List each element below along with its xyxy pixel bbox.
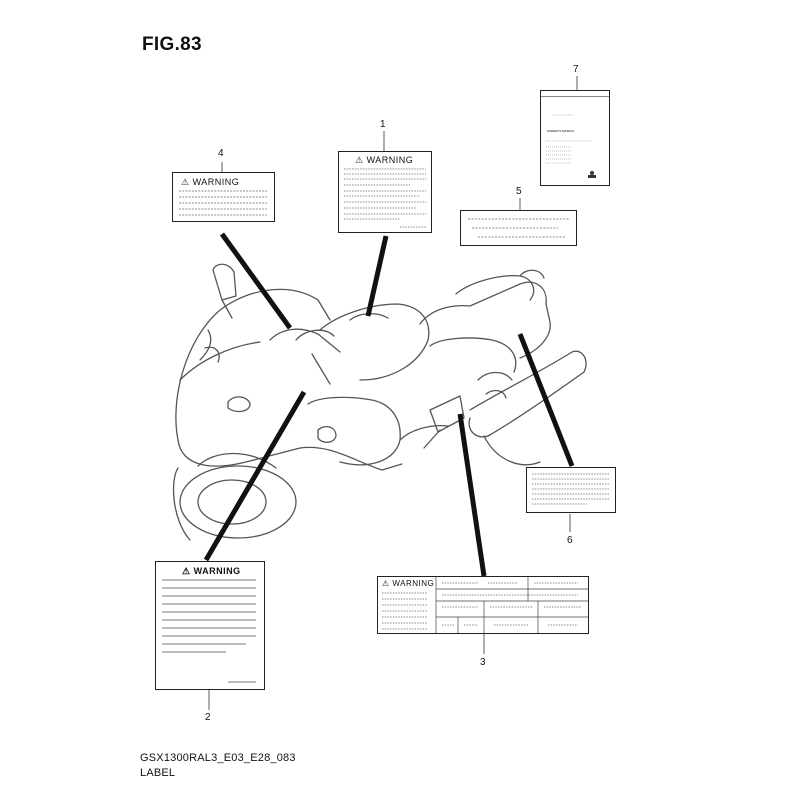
label-5-text-lines	[468, 218, 570, 238]
label-6-text-lines	[532, 473, 609, 505]
label-4-warning: ⚠ WARNING	[172, 172, 275, 222]
label-4-text-lines	[179, 190, 267, 216]
label-3-table-lines	[382, 577, 588, 633]
leader-line-6	[517, 333, 575, 467]
label-2-text-lines	[162, 579, 256, 683]
owners-manual-title: OWNER'S MANUAL	[547, 129, 576, 133]
leader-line-3	[457, 413, 487, 577]
label-7-owners-manual: OWNER'S MANUAL	[540, 90, 610, 186]
label-7-text-lines	[546, 114, 596, 178]
callout-3: 3	[480, 657, 486, 668]
label-2-warning-text: WARNING	[193, 566, 241, 576]
label-2-warning: ⚠ WARNING	[155, 561, 265, 690]
callout-4: 4	[218, 148, 224, 159]
warning-triangle-icon: ⚠	[355, 155, 364, 165]
label-5	[460, 210, 577, 246]
label-4-warning-text: WARNING	[192, 177, 240, 187]
label-6	[526, 467, 616, 513]
label-3-warning-text: WARNING	[392, 579, 435, 588]
leader-line-1	[365, 235, 389, 317]
callout-5: 5	[516, 186, 522, 197]
callout-2: 2	[205, 712, 211, 723]
label-3-warning-table: ⚠ WARNING	[377, 576, 589, 634]
figure-title: FIG.83	[142, 34, 202, 55]
warning-triangle-icon: ⚠	[182, 566, 191, 576]
label-1-text-lines	[344, 168, 426, 228]
label-1-warning-text: WARNING	[366, 155, 414, 165]
figure-section-label: LABEL	[140, 767, 176, 779]
warning-triangle-icon: ⚠	[181, 177, 190, 187]
label-1-warning: ⚠ WARNING	[338, 151, 432, 233]
warning-triangle-icon: ⚠	[382, 579, 390, 588]
callout-7: 7	[573, 64, 579, 75]
leader-line-4	[219, 232, 293, 330]
leader-line-2	[203, 390, 307, 562]
callout-6: 6	[567, 535, 573, 546]
callout-1: 1	[380, 119, 386, 130]
figure-code: GSX1300RAL3_E03_E28_083	[140, 752, 296, 764]
